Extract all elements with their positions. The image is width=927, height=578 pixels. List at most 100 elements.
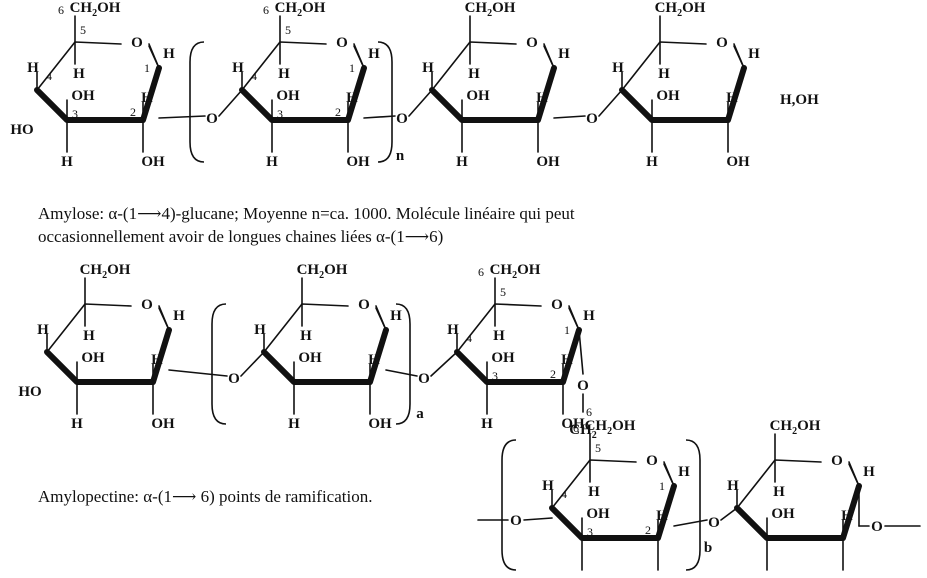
amylose-ring1-pos-4: 4: [46, 69, 52, 83]
amylopectine-bracket-a-right: [395, 303, 411, 425]
amylopectine-ring1-c3-h: H: [71, 416, 83, 432]
amylose-ring2-c3-h: H: [266, 154, 278, 170]
amylose-ring2-ring-oxygen: O: [336, 35, 348, 51]
amylopectine-bracket-b-right: [685, 439, 701, 571]
amylose-ring1-pos-6: 6: [58, 3, 64, 17]
amylopectine-ring1-ring-oxygen: O: [141, 297, 153, 313]
amylose-ring3-c1-h: H: [558, 46, 570, 62]
amylose-ring1-ch2oh: CH2OH: [70, 0, 121, 19]
amylopectine-link2-oxygen: O: [418, 371, 430, 387]
amylopectine-ring1-c1-h: H: [173, 308, 185, 324]
amylose-caption-line1: Amylose: α-(1⟶4)-glucane; Moyenne n=ca. …: [38, 204, 575, 223]
amylopectine-ring3-pos-4: 4: [466, 331, 472, 345]
amylopectine-ring1-c2-h: H: [151, 352, 163, 368]
amylose-ring2-pos-6: 6: [263, 3, 269, 17]
amylose-link2-bond-b: [408, 89, 433, 117]
amylopectine-ring3-ring-oxygen: O: [551, 297, 563, 313]
amylose-ring1-c5-h: H: [73, 66, 85, 82]
amylopectine-link1-bond-a: [168, 369, 228, 377]
amylopectine-ring1-ch2oh: CH2OH: [80, 262, 131, 281]
amylose-ring1-c2-h: H: [141, 90, 153, 106]
amylose-ring3-ring-oxygen: O: [526, 35, 538, 51]
amylopectine-link3-oxygen: O: [708, 515, 720, 531]
amylose-ring1-c2-oh: OH: [141, 154, 165, 170]
amylopectine-ring4-c4-h: H: [542, 478, 554, 494]
amylopectine-ring3-ch2oh: CH2OH: [490, 262, 541, 281]
amylose-ring1-c3-oh: OH: [71, 88, 95, 104]
amylopectine-ring5-c1-h: H: [863, 464, 875, 480]
amylose-ring1-pos-3: 3: [72, 107, 78, 121]
amylose-ring1-c4-ho: HO: [10, 122, 33, 138]
amylopectine-branch-c1-bond: [578, 329, 584, 375]
amylopectine-ring5-c1-stub: [848, 461, 860, 487]
amylopectine-ring1-c4-h: H: [37, 322, 49, 338]
amylopectine-ring3-front-edge: [454, 327, 582, 385]
amylose-ring4-ring-oxygen: O: [716, 35, 728, 51]
amylopectine-link2-bond-a: [385, 369, 418, 377]
amylopectine-ring4-pos-3: 3: [587, 525, 593, 539]
amylopectine-ring3-c3-oh: OH: [491, 350, 515, 366]
amylopectine-ring2-c3-h: H: [288, 416, 300, 432]
amylopectine-repeat-b: b: [704, 540, 712, 556]
amylose-ring2-c3-oh: OH: [276, 88, 300, 104]
amylose-ring1-c3-h: H: [61, 154, 73, 170]
amylose-ring4-c5-h: H: [658, 66, 670, 82]
amylopectine-branch-ch2: CH2: [569, 422, 597, 441]
amylopectine-ring4-c2-h: H: [656, 508, 668, 524]
amylopectine-ring3-pos-2: 2: [550, 367, 556, 381]
amylopectine-ring5-front-edge: [734, 483, 862, 541]
amylopectine-ring3-c1-h: H: [583, 308, 595, 324]
amylopectine-ring4-c3-oh: OH: [586, 506, 610, 522]
amylopectine-ring3-pos-1: 1: [564, 323, 570, 337]
amylose-ring4-c2-h: H: [726, 90, 738, 106]
amylose-ring4-c3-oh: OH: [656, 88, 680, 104]
amylose-ring1-c4-h: H: [27, 60, 39, 76]
amylose-link2-bond-a: [363, 115, 396, 119]
amylose-ring1-front-edge: [34, 65, 162, 123]
amylose-link1-oxygen: O: [206, 111, 218, 127]
amylose-ring2-pos-4: 4: [251, 69, 257, 83]
amylose-caption-line2: occasionnellement avoir de longues chain…: [38, 227, 444, 246]
amylose-ring1-pos-1: 1: [144, 61, 150, 75]
amylose-ring2-ch2oh: CH2OH: [275, 0, 326, 19]
amylopectine-ring3-pos-3: 3: [492, 369, 498, 383]
amylopectine-ring4-left-oxygen: O: [510, 513, 522, 529]
amylopectine-ring4-pos-6: 6: [573, 421, 579, 435]
amylose-ring3-c1-stub: [543, 43, 555, 69]
amylopectine-ring3-c2-h: H: [561, 352, 573, 368]
amylopectine-caption: Amylopectine: α-(1⟶ 6) points de ramific…: [38, 487, 373, 506]
amylopectine-ring1-c1-stub: [158, 305, 170, 331]
amylopectine-ring2-c4-h: H: [254, 322, 266, 338]
amylopectine-ring2-front-edge: [261, 327, 389, 385]
amylopectine-ring5-ring-oxygen: O: [831, 453, 843, 469]
amylose-ring2-pos-2: 2: [335, 105, 341, 119]
amylopectine-ring2-c2-h: H: [368, 352, 380, 368]
amylose-repeat-n: n: [396, 148, 405, 164]
amylopectine-link2-bond-b: [430, 351, 458, 377]
amylose-link1-bond-a: [158, 115, 206, 119]
amylopectine-ring5-c3-oh: OH: [771, 506, 795, 522]
amylopectine-ring5-c5-h: H: [773, 484, 785, 500]
amylose-ring4-c3-h: H: [646, 154, 658, 170]
amylose-ring3-c2-oh: OH: [536, 154, 560, 170]
amylose-ring2-pos-3: 3: [277, 107, 283, 121]
amylose-ring2-pos-5: 5: [285, 23, 291, 37]
amylose-ring2-pos-1: 1: [349, 61, 355, 75]
amylose-ring3-front-edge: [429, 65, 557, 123]
amylopectine-ring2-c2-oh: OH: [368, 416, 392, 432]
amylopectine-ring2-ring-oxygen: O: [358, 297, 370, 313]
amylopectine-repeat-a: a: [416, 406, 424, 422]
amylopectine-ring2-ch2oh: CH2OH: [297, 262, 348, 281]
amylopectine-ring2-c5-h: H: [300, 328, 312, 344]
amylose-ring1-pos-2: 2: [130, 105, 136, 119]
amylopectine-ring3-pos-6: 6: [478, 265, 484, 279]
amylose-ring1-ring-oxygen: O: [131, 35, 143, 51]
amylopectine-ring3-c5-h: H: [493, 328, 505, 344]
amylose-link2-oxygen: O: [396, 111, 408, 127]
amylopectine-ring4-c1-h: H: [678, 464, 690, 480]
amylopectine-ring4-pos-2: 2: [645, 523, 651, 537]
amylopectine-bracket-b-left: [501, 439, 517, 571]
amylopectine-ring5-ch2oh: CH2OH: [770, 418, 821, 437]
